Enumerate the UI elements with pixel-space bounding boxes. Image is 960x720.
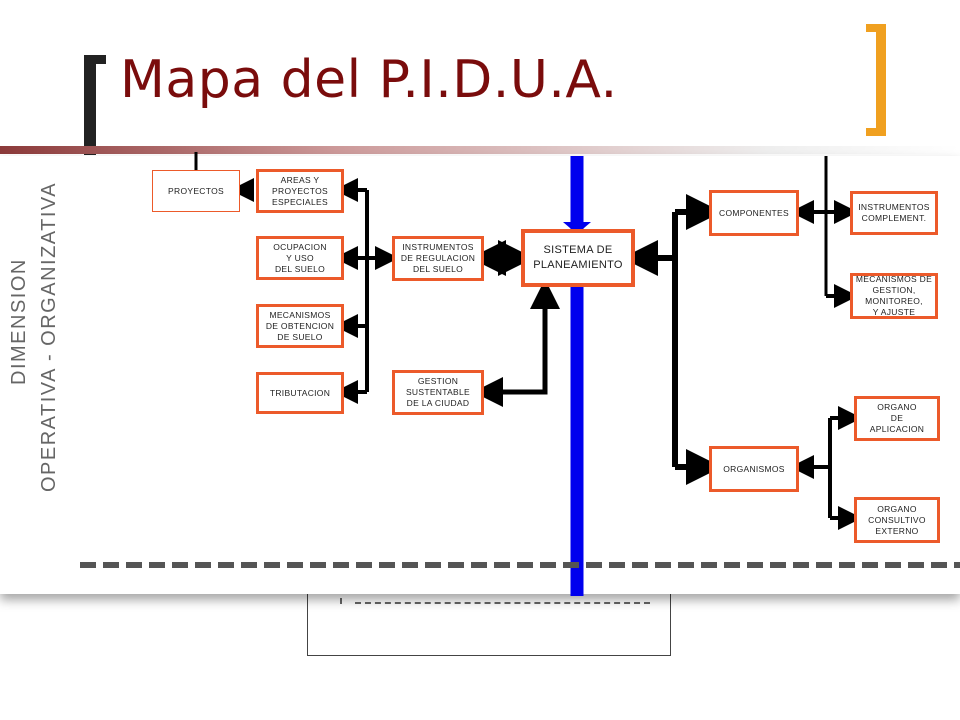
left-bracket-cap (84, 55, 106, 64)
right-bracket-decoration (876, 24, 886, 136)
slide-title: Mapa del P.I.D.U.A. (120, 50, 618, 110)
node-ocupacion-uso-suelo: OCUPACION Y USO DEL SUELO (256, 236, 344, 280)
left-bracket-decoration (84, 55, 96, 155)
blue-axis-arrowhead (563, 222, 591, 234)
right-bracket-cap-top (866, 24, 886, 32)
lower-frame (307, 594, 671, 656)
right-bracket-cap-bottom (866, 128, 886, 136)
node-gestion-sustentable: GESTION SUSTENTABLE DE LA CIUDAD (392, 370, 484, 415)
lower-frame-dashed-line (355, 602, 650, 604)
node-organo-consultivo: ORGANO CONSULTIVO EXTERNO (854, 497, 940, 543)
lower-frame-tick (340, 598, 346, 604)
node-organismos: ORGANISMOS (709, 446, 799, 492)
connector-sistema-gestion (473, 279, 560, 407)
node-sistema-planeamiento: SISTEMA DE PLANEAMIENTO (521, 229, 635, 287)
node-areas-proyectos-especiales: AREAS Y PROYECTOS ESPECIALES (256, 169, 344, 213)
node-mecanismos-gestion: MECANISMOS DE GESTION, MONITOREO, Y AJUS… (850, 273, 938, 319)
side-label-dimension: DIMENSION (8, 258, 30, 385)
side-label-operativa: OPERATIVA - ORGANIZATIVA (38, 181, 60, 492)
node-mecanismos-obtencion-suelo: MECANISMOS DE OBTENCION DE SUELO (256, 304, 344, 348)
node-organo-aplicacion: ORGANO DE APLICACION (854, 396, 940, 441)
node-instrumentos-regulacion-suelo: INSTRUMENTOS DE REGULACION DEL SUELO (392, 236, 484, 281)
title-underline-rule (0, 146, 960, 154)
node-proyectos: PROYECTOS (152, 170, 240, 212)
node-componentes: COMPONENTES (709, 190, 799, 236)
node-tributacion: TRIBUTACION (256, 372, 344, 414)
node-instrumentos-complement: INSTRUMENTOS COMPLEMENT. (850, 191, 938, 235)
